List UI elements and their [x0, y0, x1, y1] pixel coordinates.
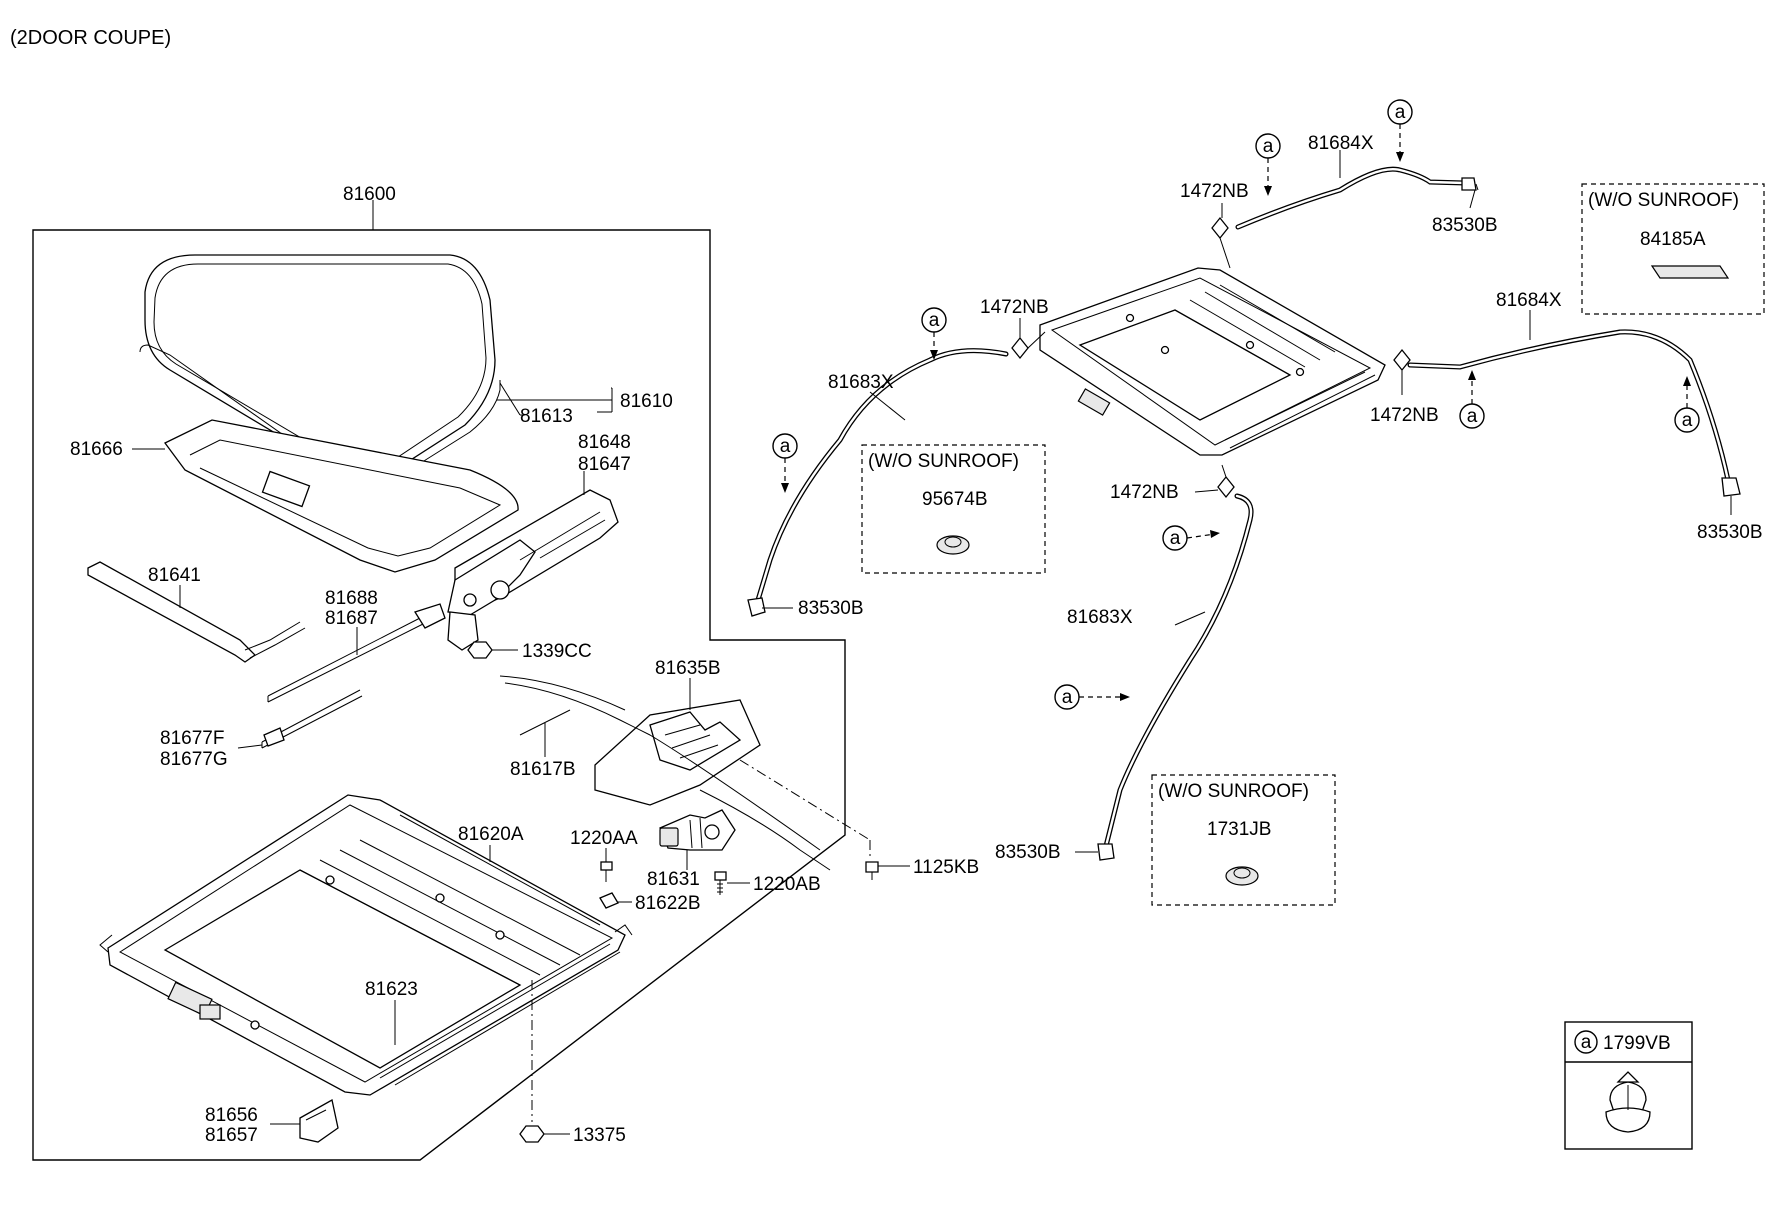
label-1472NB-mid: 1472NB	[1110, 482, 1179, 503]
label-81688: 81688	[325, 588, 378, 609]
label-81647: 81647	[578, 454, 631, 475]
label-81683X-mid: 81683X	[1067, 607, 1133, 628]
variant-label-84185A: (W/O SUNROOF)	[1588, 190, 1739, 211]
wind-deflector	[87, 561, 306, 663]
label-81620A: 81620A	[458, 824, 524, 845]
svg-text:a: a	[1062, 687, 1073, 708]
sunroof-frame	[99, 794, 633, 1096]
label-1339CC: 1339CC	[522, 641, 592, 662]
glass-panel	[144, 254, 496, 479]
label-83530B-mid: 83530B	[995, 842, 1061, 863]
callout-a-mid1: a	[1162, 525, 1220, 551]
label-1799VB: 1799VB	[1603, 1033, 1671, 1054]
label-81622B: 81622B	[635, 893, 701, 914]
drain-strip	[519, 709, 571, 736]
callout-a-top1: a	[1255, 133, 1281, 196]
label-1472NB-left: 1472NB	[980, 297, 1049, 318]
guide-strip	[261, 689, 363, 749]
label-81683X-left: 81683X	[828, 372, 894, 393]
diagram-title: (2DOOR COUPE)	[10, 27, 171, 49]
label-83530B-right: 83530B	[1697, 522, 1763, 543]
legend-callout-letter: a	[1581, 1032, 1592, 1053]
grommet-1731JB-icon	[1225, 866, 1259, 886]
label-81613: 81613	[520, 406, 573, 427]
clip-1472NB-top	[1211, 216, 1229, 240]
clip-81622B	[599, 892, 619, 909]
svg-text:a: a	[1263, 136, 1274, 157]
legend-box-1799VB: a 1799VB	[1564, 1021, 1693, 1150]
svg-text:a: a	[1467, 406, 1478, 427]
callout-a-top2: a	[1387, 99, 1413, 162]
label-1125KB: 1125KB	[913, 857, 979, 878]
sunroof-motor	[659, 809, 736, 851]
label-95674B: 95674B	[922, 489, 988, 510]
hose-end-top	[1461, 177, 1477, 191]
label-1472NB-right: 1472NB	[1370, 405, 1439, 426]
push-clip-icon	[1605, 1071, 1651, 1133]
sunshade-frame	[164, 419, 519, 573]
callout-a-mid2: a	[1054, 684, 1130, 710]
clip-1472NB-left	[1011, 336, 1029, 360]
label-1472NB-top: 1472NB	[1180, 181, 1249, 202]
pad-84185A-icon	[1650, 265, 1730, 279]
label-13375: 13375	[573, 1125, 626, 1146]
label-83530B-left: 83530B	[798, 598, 864, 619]
clip-1472NB-mid	[1217, 475, 1235, 499]
label-81631: 81631	[647, 869, 700, 890]
svg-text:a: a	[1170, 528, 1181, 549]
motor-bracket-panel	[499, 675, 831, 871]
hose-end-mid	[1097, 843, 1115, 861]
drain-hose-group: 81684X 83530B 1472NB a a (W/O SUNROOF) 8…	[747, 99, 1765, 906]
label-81623: 81623	[365, 979, 418, 1000]
guide-rail-assembly	[447, 489, 619, 651]
svg-text:a: a	[1395, 102, 1406, 123]
label-81666: 81666	[70, 439, 123, 460]
label-81656: 81656	[205, 1105, 258, 1126]
label-81684X-top: 81684X	[1308, 133, 1374, 154]
callout-a-right1: a	[1459, 370, 1485, 429]
label-81610: 81610	[620, 391, 673, 412]
label-1731JB: 1731JB	[1207, 819, 1271, 840]
nut-13375	[519, 1125, 545, 1143]
svg-text:a: a	[1682, 410, 1693, 431]
variant-box-95674B: (W/O SUNROOF) 95674B	[861, 444, 1046, 574]
sunroof-frame-installed	[1039, 267, 1386, 456]
callout-a-left2: a	[772, 433, 798, 493]
clip-1472NB-right	[1393, 348, 1411, 372]
label-1220AB: 1220AB	[753, 874, 821, 895]
variant-box-84185A: (W/O SUNROOF) 84185A	[1581, 183, 1765, 315]
variant-box-1731JB: (W/O SUNROOF) 1731JB	[1151, 774, 1336, 906]
screw-1220AA	[600, 861, 613, 882]
label-84185A: 84185A	[1640, 229, 1706, 250]
callout-a-right2: a	[1674, 376, 1700, 433]
assembly-boundary	[32, 229, 846, 1161]
screw-1220AB	[714, 871, 727, 895]
rear-bracket	[299, 1099, 339, 1143]
label-81687: 81687	[325, 608, 378, 629]
label-1220AA: 1220AA	[570, 828, 638, 849]
label-81635B: 81635B	[655, 658, 721, 679]
label-83530B-top: 83530B	[1432, 215, 1498, 236]
label-81600: 81600	[343, 184, 396, 205]
svg-text:a: a	[929, 310, 940, 331]
callout-a-left1: a	[921, 307, 947, 360]
hose-end-left	[747, 597, 766, 617]
sunroof-assembly-group: 81600 81610 81613 81666	[32, 184, 979, 1161]
label-81641: 81641	[148, 565, 201, 586]
label-81677G: 81677G	[160, 749, 228, 770]
svg-text:a: a	[780, 436, 791, 457]
label-81657: 81657	[205, 1125, 258, 1146]
label-81617B: 81617B	[510, 759, 576, 780]
label-81677F: 81677F	[160, 728, 224, 749]
label-81648: 81648	[578, 432, 631, 453]
grommet-95674B-icon	[936, 535, 970, 555]
drive-cable	[267, 603, 446, 703]
label-81684X-right: 81684X	[1496, 290, 1562, 311]
nut-1339CC	[467, 641, 493, 659]
variant-label-95674B: (W/O SUNROOF)	[868, 451, 1019, 472]
hose-end-right	[1721, 477, 1741, 497]
variant-label-1731JB: (W/O SUNROOF)	[1158, 781, 1309, 802]
bolt-1125KB	[865, 861, 879, 880]
